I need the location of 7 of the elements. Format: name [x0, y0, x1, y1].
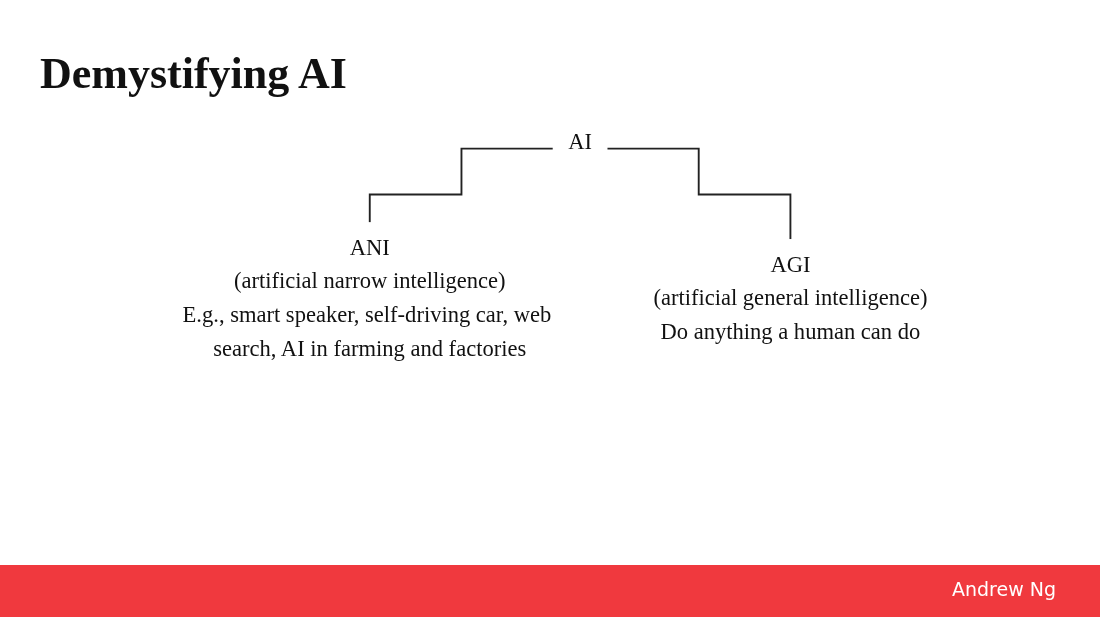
slide-title: Demystifying AI	[40, 48, 347, 99]
connector	[368, 147, 555, 224]
node-text: AI	[568, 129, 592, 155]
node-text: AGI (artificial general intelligence) Do anything a human can do	[653, 251, 928, 344]
connector	[606, 147, 792, 241]
presenter-name: Andrew Ng	[951, 578, 1056, 600]
node-text: ANI (artificial narrow intelligence) E.g., smart speaker, self-driving car, web search, AI in farming and factories	[182, 234, 552, 361]
